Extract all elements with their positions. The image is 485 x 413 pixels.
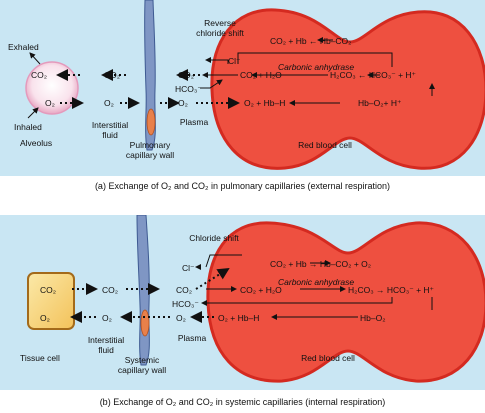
tissue-cell-label: Tissue cell xyxy=(20,353,60,363)
plasma-hco3: HCO₃⁻ xyxy=(175,84,202,94)
tissue-cell-box xyxy=(27,272,75,330)
carbonic-anhydrase-label: Carbonic anhydrase xyxy=(278,277,355,287)
plasma-co2: CO₂ xyxy=(176,285,193,295)
equation-hbo2: Hb–O₂ xyxy=(360,313,386,323)
red-blood-cell-label: Red blood cell xyxy=(298,140,352,150)
endothelial-nucleus xyxy=(140,309,150,337)
tissue-cell-co2: CO₂ xyxy=(40,285,57,295)
equation-o2-hbh: O₂ + Hb–H xyxy=(244,98,286,108)
equation-carbamino: CO₂ + Hb ← Hb–CO₂ xyxy=(270,36,352,46)
plasma-chloride: Cl⁻ xyxy=(182,263,195,273)
red-blood-cell-label: Red blood cell xyxy=(301,353,355,363)
inhaled-label: Inhaled xyxy=(14,122,42,132)
plasma-label: Plasma xyxy=(179,117,209,127)
plasma-label: Plasma xyxy=(177,333,207,343)
plasma-o2: O₂ xyxy=(176,313,186,323)
equation-carbonic-acid: H₂CO₃ → HCO₃⁻ + H⁺ xyxy=(348,285,435,295)
alveolus-co2: CO₂ xyxy=(31,70,48,80)
equation-o2-hbh: O₂ + Hb–H xyxy=(218,313,260,323)
equation-co2-h2o: CO₂ + H₂O xyxy=(240,285,282,295)
plasma-co2: CO₂ xyxy=(178,70,195,80)
capillary-wall-label: Pulmonary capillary wall xyxy=(125,140,175,160)
alveolus-o2: O₂ xyxy=(45,98,55,108)
equation-carbamino: CO₂ + Hb → Hb–CO₂ + O₂ xyxy=(270,259,372,269)
caption-external-respiration: (a) Exchange of O₂ and CO₂ in pulmonary … xyxy=(94,181,391,191)
capillary-wall-label: Systemic capillary wall xyxy=(117,355,167,375)
panel-internal-respiration: CO₂ O₂ Tissue cell CO₂ O₂ Interstitial f… xyxy=(0,215,485,390)
interstitial-o2: O₂ xyxy=(104,98,114,108)
panel-a-drawing xyxy=(25,0,485,170)
plasma-hco3: HCO₃⁻ xyxy=(172,299,199,309)
alveolus-label: Alveolus xyxy=(20,138,53,148)
red-blood-cell xyxy=(206,221,485,383)
plasma-o2: O₂ xyxy=(178,98,188,108)
endothelial-nucleus xyxy=(146,108,156,136)
tissue-cell-o2: O₂ xyxy=(40,313,50,323)
interstitial-o2: O₂ xyxy=(102,313,112,323)
panel-external-respiration: Exhaled Inhaled CO₂ O₂ Alveolus CO₂ O₂ I… xyxy=(0,0,485,176)
interstitial-co2: CO₂ xyxy=(102,285,119,295)
reverse-chloride-shift-label: Reverse chloride shift xyxy=(196,18,244,38)
plasma-chloride: Cl⁻ xyxy=(228,56,241,66)
carbonic-anhydrase-label: Carbonic anhydrase xyxy=(278,62,355,72)
red-blood-cell xyxy=(210,8,485,170)
caption-internal-respiration: (b) Exchange of O₂ and CO₂ in systemic c… xyxy=(99,397,386,407)
equation-co2-h2o: CO₂ + H₂O xyxy=(240,70,282,80)
equation-hbo2-h: Hb–O₂+ H⁺ xyxy=(358,98,402,108)
chloride-shift-label: Chloride shift xyxy=(189,233,239,243)
interstitial-fluid-label: Interstitial fluid xyxy=(87,335,125,355)
equation-carbonic-acid: H₂CO₃ ← HCO₃⁻ + H⁺ xyxy=(330,70,417,80)
interstitial-co2: CO₂ xyxy=(104,70,121,80)
interstitial-fluid-label: Interstitial fluid xyxy=(91,120,129,140)
exhaled-label: Exhaled xyxy=(8,42,39,52)
panel-b-drawing xyxy=(27,215,485,383)
